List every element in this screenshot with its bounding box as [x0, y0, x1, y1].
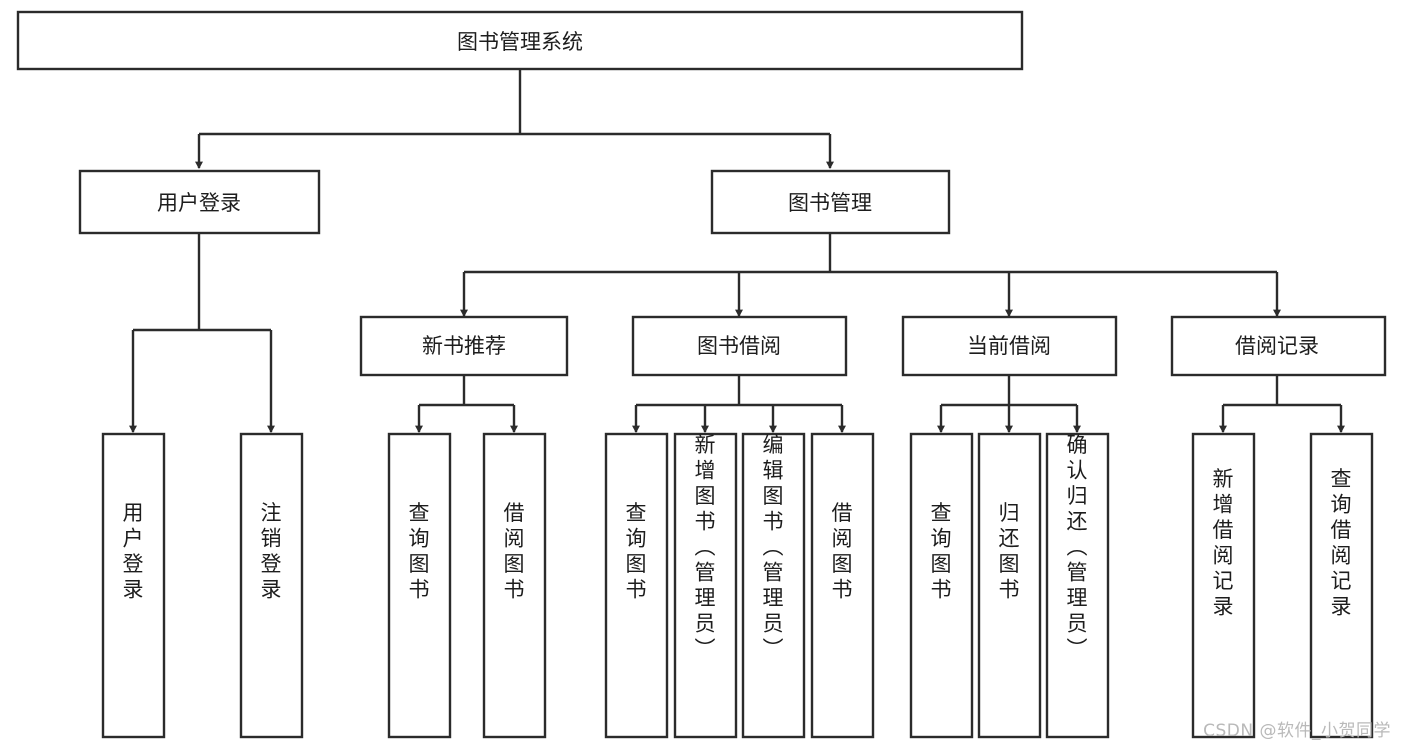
leaf-user-login-box[interactable] [101, 432, 166, 739]
node-current-borrow-box[interactable] [901, 315, 1118, 377]
node-book-borrow-box[interactable] [631, 315, 848, 377]
connectors [129, 69, 1345, 433]
link-new-book-bus [419, 375, 514, 407]
node-root[interactable]: 图书管理系统 [16, 10, 1024, 71]
node-book-borrow-label: 图书借阅 [697, 334, 781, 358]
leaf-user-login-label: 用户登录 [123, 501, 144, 602]
csdn-watermark: CSDN @软件_小贺同学 [1203, 721, 1391, 741]
leaf-return-book[interactable]: 归还图书 [977, 432, 1042, 739]
node-current-borrow-label: 当前借阅 [967, 334, 1051, 358]
leaf-confirm-return-admin-label: 确认归还︵管理员︶ [1067, 433, 1088, 661]
leaf-logout[interactable]: 注销登录 [239, 432, 304, 739]
node-root-box[interactable] [16, 10, 1024, 71]
node-user-login-box[interactable] [78, 169, 321, 235]
leaf-query-book-3-label: 查询图书 [931, 501, 952, 602]
leaf-borrow-book-2-box[interactable] [810, 432, 875, 739]
leaf-query-book-2-box[interactable] [604, 432, 669, 739]
node-user-login[interactable]: 用户登录 [78, 169, 321, 235]
leaf-add-borrow-record-label: 新增借阅记录 [1213, 467, 1234, 619]
node-borrow-records[interactable]: 借阅记录 [1170, 315, 1387, 377]
leaf-add-book-admin[interactable]: 新增图书︵管理员︶ [673, 432, 738, 739]
node-book-manage-label: 图书管理 [788, 191, 872, 215]
node-book-manage-box[interactable] [710, 169, 951, 235]
leaf-query-book-1-label: 查询图书 [409, 501, 430, 602]
leaf-query-book-2-label: 查询图书 [626, 501, 647, 602]
node-current-borrow[interactable]: 当前借阅 [901, 315, 1118, 377]
node-book-manage[interactable]: 图书管理 [710, 169, 951, 235]
leaf-query-borrow-record-label: 查询借阅记录 [1331, 467, 1352, 619]
leaf-borrow-book-2-label: 借阅图书 [832, 501, 853, 602]
link-root-bus [199, 69, 830, 136]
leaf-return-book-box[interactable] [977, 432, 1042, 739]
link-current-bus [941, 375, 1077, 407]
leaf-confirm-return-admin[interactable]: 确认归还︵管理员︶ [1045, 432, 1110, 739]
leaf-query-borrow-record-box[interactable] [1309, 432, 1374, 739]
leaf-query-borrow-record[interactable]: 查询借阅记录 [1309, 432, 1374, 739]
leaf-add-book-admin-label: 新增图书︵管理员︶ [695, 433, 716, 661]
node-borrow-records-box[interactable] [1170, 315, 1387, 377]
node-borrow-records-label: 借阅记录 [1235, 334, 1319, 358]
leaf-logout-label: 注销登录 [261, 501, 282, 602]
leaf-logout-box[interactable] [239, 432, 304, 739]
link-borrow-bus [636, 375, 842, 407]
leaf-edit-book-admin[interactable]: 编辑图书︵管理员︶ [741, 432, 806, 739]
leaf-edit-book-admin-box[interactable] [741, 432, 806, 739]
leaf-borrow-book-1[interactable]: 借阅图书 [482, 432, 547, 739]
leaf-return-book-label: 归还图书 [999, 501, 1020, 602]
node-new-book-recommend-box[interactable] [359, 315, 569, 377]
leaf-add-book-admin-box[interactable] [673, 432, 738, 739]
node-user-login-label: 用户登录 [157, 191, 241, 215]
node-root-label: 图书管理系统 [457, 30, 583, 54]
leaf-borrow-book-1-label: 借阅图书 [504, 501, 525, 602]
leaf-query-book-3-box[interactable] [909, 432, 974, 739]
leaf-query-book-1[interactable]: 查询图书 [387, 432, 452, 739]
node-new-book-recommend[interactable]: 新书推荐 [359, 315, 569, 377]
leaf-query-book-3[interactable]: 查询图书 [909, 432, 974, 739]
leaf-add-borrow-record[interactable]: 新增借阅记录 [1191, 432, 1256, 739]
node-new-book-recommend-label: 新书推荐 [422, 334, 506, 358]
leaf-add-borrow-record-box[interactable] [1191, 432, 1256, 739]
node-book-borrow[interactable]: 图书借阅 [631, 315, 848, 377]
leaf-query-book-1-box[interactable] [387, 432, 452, 739]
leaf-borrow-book-2[interactable]: 借阅图书 [810, 432, 875, 739]
link-book-manage-bus [464, 233, 1277, 274]
leaf-confirm-return-admin-box[interactable] [1045, 432, 1110, 739]
link-user-login-bus [133, 233, 271, 332]
leaf-query-book-2[interactable]: 查询图书 [604, 432, 669, 739]
leaf-edit-book-admin-label: 编辑图书︵管理员︶ [763, 433, 784, 661]
link-records-bus [1223, 375, 1341, 407]
leaf-borrow-book-1-box[interactable] [482, 432, 547, 739]
leaf-user-login[interactable]: 用户登录 [101, 432, 166, 739]
